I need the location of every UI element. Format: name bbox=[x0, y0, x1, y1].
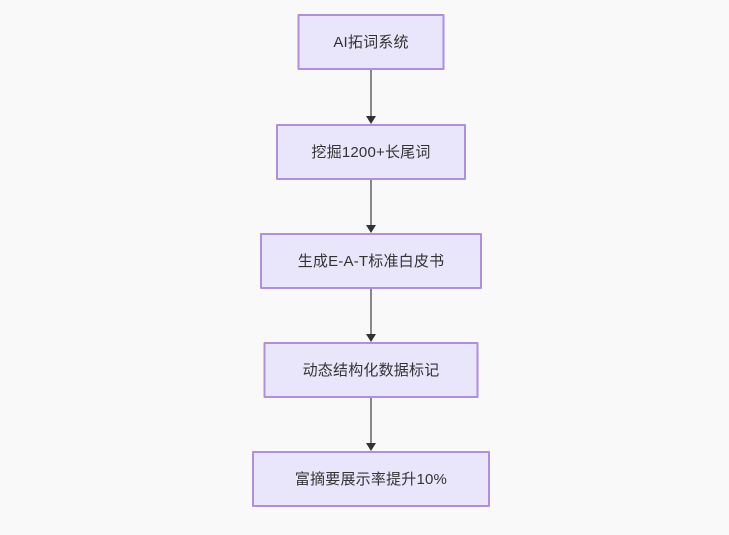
flowchart-node-3[interactable]: 生成E-A-T标准白皮书 bbox=[260, 233, 482, 289]
flowchart-node-1-label: AI拓词系统 bbox=[333, 33, 409, 51]
arrowhead-n4-n5 bbox=[366, 443, 376, 451]
arrowhead-n3-n4 bbox=[366, 334, 376, 342]
flowchart-node-4[interactable]: 动态结构化数据标记 bbox=[263, 342, 479, 398]
flowchart-node-2[interactable]: 挖掘1200+长尾词 bbox=[276, 124, 466, 180]
edge-n1-n2 bbox=[370, 70, 372, 116]
flowchart-node-2-label: 挖掘1200+长尾词 bbox=[311, 143, 431, 161]
flowchart-node-5[interactable]: 富摘要展示率提升10% bbox=[252, 451, 490, 507]
flowchart-node-4-label: 动态结构化数据标记 bbox=[302, 361, 440, 379]
flowchart-node-5-label: 富摘要展示率提升10% bbox=[294, 470, 448, 488]
edge-n3-n4 bbox=[370, 289, 372, 334]
edge-n4-n5 bbox=[370, 398, 372, 443]
flowchart-node-1[interactable]: AI拓词系统 bbox=[297, 14, 445, 70]
flowchart-node-3-label: 生成E-A-T标准白皮书 bbox=[297, 252, 445, 270]
arrowhead-n1-n2 bbox=[366, 116, 376, 124]
edge-n2-n3 bbox=[370, 180, 372, 225]
arrowhead-n2-n3 bbox=[366, 225, 376, 233]
